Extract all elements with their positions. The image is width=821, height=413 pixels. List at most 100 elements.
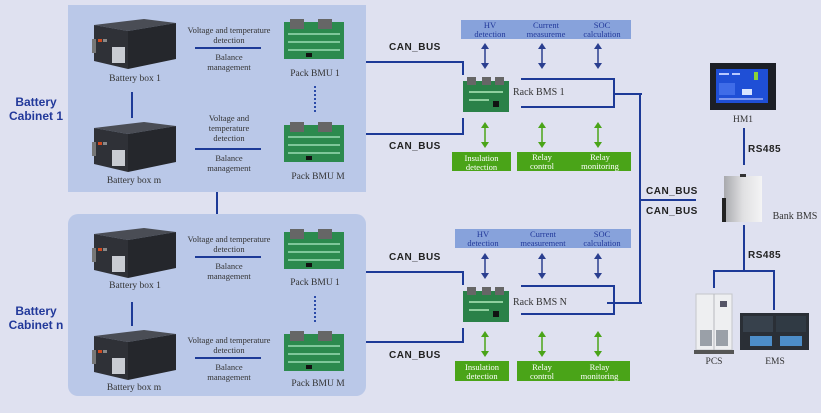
can-bus-label: CAN_BUS: [389, 141, 441, 152]
rs485-branch-line: [713, 270, 715, 288]
vt-detection-label: Voltage and temperature detection: [184, 234, 274, 254]
text-line: Voltage and temperature: [187, 25, 271, 35]
can-bus-label: CAN_BUS: [646, 186, 698, 197]
can-bus-line: [366, 61, 464, 63]
text-line: SOC: [593, 20, 611, 30]
hmi-touchscreen-icon: [710, 63, 776, 110]
can-bus-label: CAN_BUS: [389, 350, 441, 361]
can-bus-line: [462, 118, 464, 135]
pcs-cabinet-icon: [694, 293, 734, 354]
rs485-label: RS485: [748, 144, 782, 155]
balance-management-label: Balance management: [184, 52, 274, 72]
pack-bmu-board-icon: [284, 122, 344, 162]
rs485-line: [743, 128, 745, 165]
cabinet-label-line2: Cabinet 1: [8, 109, 63, 123]
balance-management-label: Balance management: [184, 261, 274, 281]
battery-box-icon: [92, 330, 176, 380]
bmu-link-line: [195, 256, 261, 258]
text-line: Balance: [215, 362, 243, 372]
rack-uplink-line: [521, 106, 615, 108]
text-line: Voltage and temperature: [187, 234, 271, 244]
text-line: Relay: [532, 152, 552, 162]
rack-bms-n-label: Rack BMS N: [513, 297, 567, 308]
can-bus-line: [366, 133, 464, 135]
balance-management-label: Balance management: [184, 362, 274, 382]
rs485-label: RS485: [748, 250, 782, 261]
battery-box-icon: [92, 228, 176, 278]
battery-box-bottom-label: Battery box m: [106, 176, 162, 186]
text-line: Voltage and temperature: [187, 335, 271, 345]
rack-uplink-line: [607, 302, 642, 304]
pcs-label: PCS: [705, 357, 723, 367]
bank-bms-cabinet-icon: [722, 174, 762, 222]
battery-cabinet-1-label: Battery Cabinet 1: [6, 95, 66, 123]
text-line: Relay: [590, 152, 610, 162]
text-line: Voltage and: [208, 113, 250, 123]
bidirectional-arrow-icon: [481, 331, 489, 357]
rack-uplink-line: [521, 313, 615, 315]
text-line: monitoring: [580, 371, 619, 381]
text-line: Current: [533, 20, 559, 30]
text-line: HV: [476, 229, 490, 239]
can-bus-label: CAN_BUS: [389, 252, 441, 263]
vt-detection-label: Voltage and temperature detection: [184, 25, 274, 45]
cabinet-label-line1: Battery: [15, 95, 57, 109]
hmi-label: HM1: [732, 115, 754, 125]
battery-box-icon: [92, 19, 176, 69]
ems-monitor-icon: [740, 313, 809, 350]
text-line: detection: [213, 35, 245, 45]
vt-detection-label: Voltage and temperature detection: [190, 113, 268, 143]
pack-bmu-board-icon: [284, 331, 344, 371]
rack-uplink-line: [613, 93, 642, 95]
pack-bmu-bottom-label: Pack BMU M: [291, 379, 345, 389]
text-line: calculation: [583, 29, 621, 39]
bidirectional-arrow-icon: [538, 253, 546, 279]
text-line: Insulation: [465, 362, 499, 372]
bidirectional-arrow-icon: [538, 122, 546, 148]
bidirectional-arrow-icon: [538, 331, 546, 357]
bidirectional-arrow-icon: [481, 43, 489, 69]
rack-bms-board-icon: [463, 287, 509, 322]
text-line: HV: [483, 20, 497, 30]
bidirectional-arrow-icon: [594, 122, 602, 148]
can-bus-line: [462, 271, 464, 285]
battery-box-icon: [92, 122, 176, 172]
text-line: management: [207, 271, 251, 281]
can-bus-label: CAN_BUS: [389, 42, 441, 53]
rack-uplink-line: [521, 78, 615, 80]
battery-box-bottom-label: Battery box m: [106, 383, 162, 393]
text-line: control: [529, 161, 555, 171]
bidirectional-arrow-icon: [481, 122, 489, 148]
can-bus-line: [462, 328, 464, 343]
bidirectional-arrow-icon: [538, 43, 546, 69]
cabinet-label-line2: Cabinet n: [8, 318, 64, 332]
pack-bmu-top-label: Pack BMU 1: [290, 69, 340, 79]
pack-bmu-board-icon: [284, 19, 344, 59]
text-line: measureme: [526, 29, 566, 39]
can-bus-line: [366, 341, 464, 343]
rs485-branch-line: [713, 270, 775, 272]
pack-bmu-board-icon: [284, 229, 344, 269]
ems-label: EMS: [765, 357, 785, 367]
rack-uplink-line: [521, 285, 615, 287]
can-bus-line: [462, 61, 464, 75]
battery-box-top-label: Battery box 1: [109, 74, 161, 84]
can-bus-line: [366, 271, 464, 273]
rack-bms-1-label: Rack BMS 1: [513, 87, 565, 98]
text-line: Relay: [589, 362, 610, 372]
can-bus-label: CAN_BUS: [646, 206, 698, 217]
text-line: Insulation: [464, 153, 499, 163]
text-line: detection: [466, 371, 498, 381]
bmu-link-line: [195, 357, 261, 359]
text-line: monitoring: [581, 161, 619, 171]
text-line: detection: [465, 162, 498, 172]
